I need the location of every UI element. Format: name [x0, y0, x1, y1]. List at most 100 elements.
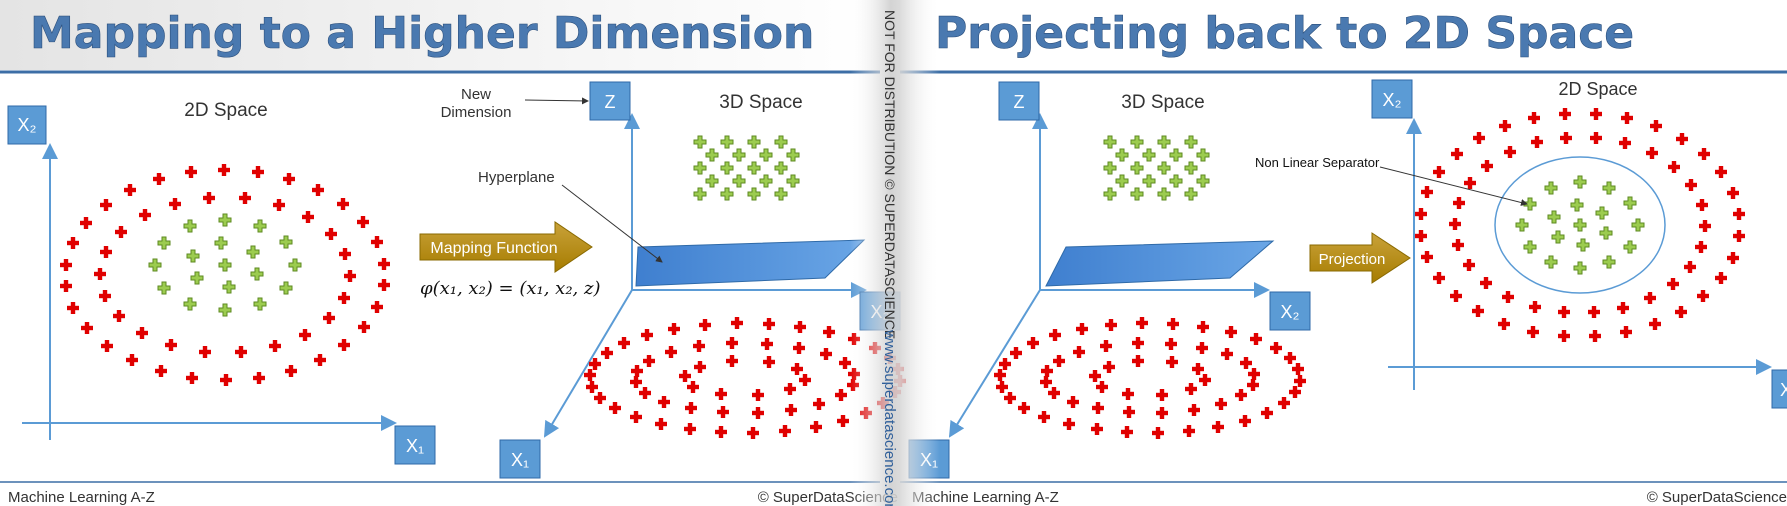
x2-axis-label: X₂: [1383, 90, 1402, 110]
red-cross-icon: [685, 402, 697, 414]
new-dimension-pointer: [524, 97, 589, 105]
left-slide: Mapping to a Higher Dimension X₂ X₁ 2D S…: [0, 0, 906, 506]
green-cross-icon: [1623, 240, 1637, 254]
red-cross-icon: [203, 192, 215, 204]
red-cross-icon: [1096, 381, 1108, 393]
red-cross-icon: [679, 370, 691, 382]
green-cross-icon: [218, 258, 232, 272]
hyperplane-pointer: [561, 184, 663, 263]
green-cross-icon: [1523, 240, 1537, 254]
green-cross-icon: [1115, 174, 1129, 188]
scatter-3d-green-points: [693, 135, 800, 201]
green-cross-icon: [222, 280, 236, 294]
red-cross-icon: [601, 347, 613, 359]
red-cross-icon: [314, 354, 326, 366]
red-cross-icon: [1136, 317, 1148, 329]
green-cross-icon: [1602, 181, 1616, 195]
red-cross-icon: [101, 340, 113, 352]
red-cross-icon: [658, 396, 670, 408]
title-band: [0, 0, 880, 70]
red-cross-icon: [1617, 302, 1629, 314]
red-cross-icon: [186, 372, 198, 384]
scatter-3d-green-points: [1103, 135, 1210, 201]
green-cross-icon: [720, 161, 734, 175]
non-linear-separator-label: Non Linear Separator: [1255, 155, 1380, 170]
space-3d-label: 3D Space: [1121, 92, 1204, 113]
red-cross-icon: [1644, 292, 1656, 304]
green-cross-icon: [1196, 148, 1210, 162]
red-cross-icon: [81, 322, 93, 334]
red-cross-icon: [1619, 137, 1631, 149]
red-cross-icon: [684, 423, 696, 435]
green-cross-icon: [693, 135, 707, 149]
red-cross-icon: [239, 192, 251, 204]
red-cross-icon: [378, 258, 390, 270]
green-cross-icon: [1599, 226, 1613, 240]
red-cross-icon: [1560, 132, 1572, 144]
x2-axis-box: [1371, 79, 1413, 119]
red-cross-icon: [1076, 323, 1088, 335]
red-cross-icon: [761, 338, 773, 350]
green-cross-icon: [1573, 175, 1587, 189]
red-cross-icon: [1531, 136, 1543, 148]
red-cross-icon: [643, 355, 655, 367]
green-cross-icon: [732, 174, 746, 188]
green-cross-icon: [1130, 161, 1144, 175]
green-cross-icon: [1169, 148, 1183, 162]
green-cross-icon: [148, 258, 162, 272]
red-cross-icon: [338, 339, 350, 351]
red-cross-icon: [726, 337, 738, 349]
red-cross-icon: [1188, 404, 1200, 416]
red-cross-icon: [631, 365, 643, 377]
green-cross-icon: [214, 236, 228, 250]
x1-axis-label: X₁: [406, 436, 424, 456]
red-cross-icon: [1027, 337, 1039, 349]
red-cross-icon: [153, 173, 165, 185]
red-cross-icon: [1105, 319, 1117, 331]
green-cross-icon: [1196, 174, 1210, 188]
green-cross-icon: [1184, 187, 1198, 201]
mapping-function-arrow: [419, 221, 593, 273]
red-cross-icon: [823, 326, 835, 338]
green-cross-icon: [705, 174, 719, 188]
green-cross-icon: [288, 258, 302, 272]
red-cross-icon: [325, 228, 337, 240]
red-cross-icon: [1697, 290, 1709, 302]
red-cross-icon: [199, 346, 211, 358]
red-cross-icon: [1289, 386, 1301, 398]
green-cross-icon: [786, 148, 800, 162]
red-cross-icon: [1239, 415, 1251, 427]
red-cross-icon: [1122, 388, 1134, 400]
red-cross-icon: [1450, 290, 1462, 302]
red-cross-icon: [1270, 342, 1282, 354]
red-cross-icon: [283, 173, 295, 185]
red-cross-icon: [1588, 306, 1600, 318]
red-cross-icon: [1433, 272, 1445, 284]
red-cross-icon: [1038, 411, 1050, 423]
red-cross-icon: [999, 358, 1011, 370]
red-cross-icon: [763, 356, 775, 368]
green-cross-icon: [218, 303, 232, 317]
z-axis-label: Z: [1014, 92, 1025, 112]
x1-axis-box: [394, 425, 436, 465]
red-cross-icon: [344, 270, 356, 282]
x2-axis-box: [7, 105, 47, 145]
red-cross-icon: [641, 329, 653, 341]
green-cross-icon: [183, 297, 197, 311]
red-cross-icon: [371, 301, 383, 313]
red-cross-icon: [586, 381, 598, 393]
red-cross-icon: [253, 372, 265, 384]
green-cross-icon: [705, 148, 719, 162]
red-cross-icon: [185, 166, 197, 178]
x2-axis-label: X₂: [18, 115, 37, 135]
red-cross-icon: [1165, 338, 1177, 350]
green-cross-icon: [1103, 161, 1117, 175]
green-cross-icon: [1573, 218, 1587, 232]
red-cross-icon: [1733, 208, 1745, 220]
green-cross-icon: [747, 135, 761, 149]
red-cross-icon: [1278, 397, 1290, 409]
red-cross-icon: [668, 323, 680, 335]
red-cross-icon: [1675, 306, 1687, 318]
green-cross-icon: [693, 161, 707, 175]
